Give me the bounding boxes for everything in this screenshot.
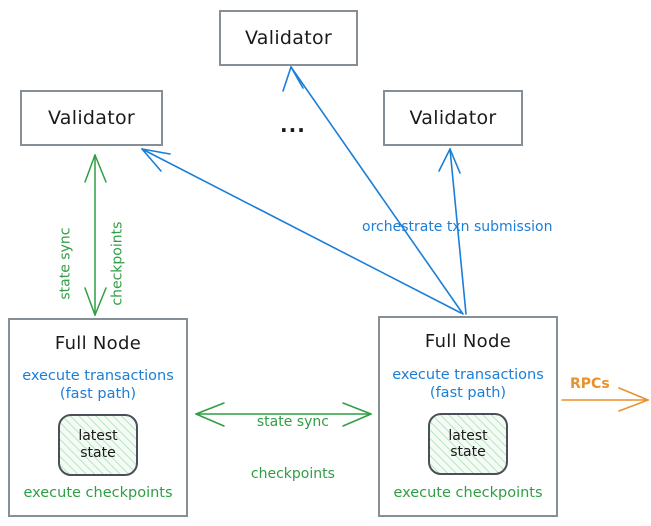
full-node-left-title: Full Node <box>54 333 142 354</box>
full-node-right-state-line1: latest <box>448 427 488 444</box>
state-sync-vertical-line1: state sync <box>57 227 73 300</box>
state-sync-horizontal-label: state sync checkpoints <box>228 396 340 501</box>
full-node-left-exec-line1: execute transactions <box>22 367 174 384</box>
full-node-left-state-line2: state <box>80 445 116 462</box>
validators-ellipsis: ... <box>280 113 306 137</box>
state-sync-vertical-line2: checkpoints <box>109 221 126 306</box>
full-node-right-box[interactable]: Full Node execute transactions (fast pat… <box>378 316 558 517</box>
validator-left-label: Validator <box>47 107 135 129</box>
validator-right-label: Validator <box>409 107 497 129</box>
full-node-right-exec-line2: (fast path) <box>429 384 507 401</box>
full-node-left-latest-state: latest state <box>58 414 138 477</box>
full-node-right-exec-line1: execute transactions <box>392 366 544 383</box>
validator-top-box[interactable]: Validator <box>219 10 358 66</box>
validator-top-label: Validator <box>244 27 332 49</box>
full-node-left-exec-transactions: execute transactions (fast path) <box>22 367 174 403</box>
validator-right-box[interactable]: Validator <box>383 90 523 146</box>
full-node-right-exec-transactions: execute transactions (fast path) <box>392 366 544 402</box>
orchestrate-txn-submission-label: orchestrate txn submission <box>362 219 553 235</box>
full-node-left-execute-checkpoints: execute checkpoints <box>23 484 173 501</box>
full-node-right-state-line2: state <box>450 444 486 461</box>
state-sync-horizontal-line1: state sync <box>256 413 329 430</box>
full-node-right-latest-state: latest state <box>428 413 508 476</box>
validator-left-box[interactable]: Validator <box>20 90 163 146</box>
state-sync-horizontal-line2: checkpoints <box>250 466 335 482</box>
state-sync-vertical-label: state sync checkpoints <box>40 213 145 333</box>
rpcs-label: RPCs <box>570 376 610 392</box>
full-node-left-box[interactable]: Full Node execute transactions (fast pat… <box>8 318 188 517</box>
full-node-right-title: Full Node <box>424 331 512 352</box>
full-node-right-execute-checkpoints: execute checkpoints <box>393 484 543 501</box>
full-node-left-state-line1: latest <box>78 428 118 445</box>
full-node-left-exec-line2: (fast path) <box>59 386 137 403</box>
